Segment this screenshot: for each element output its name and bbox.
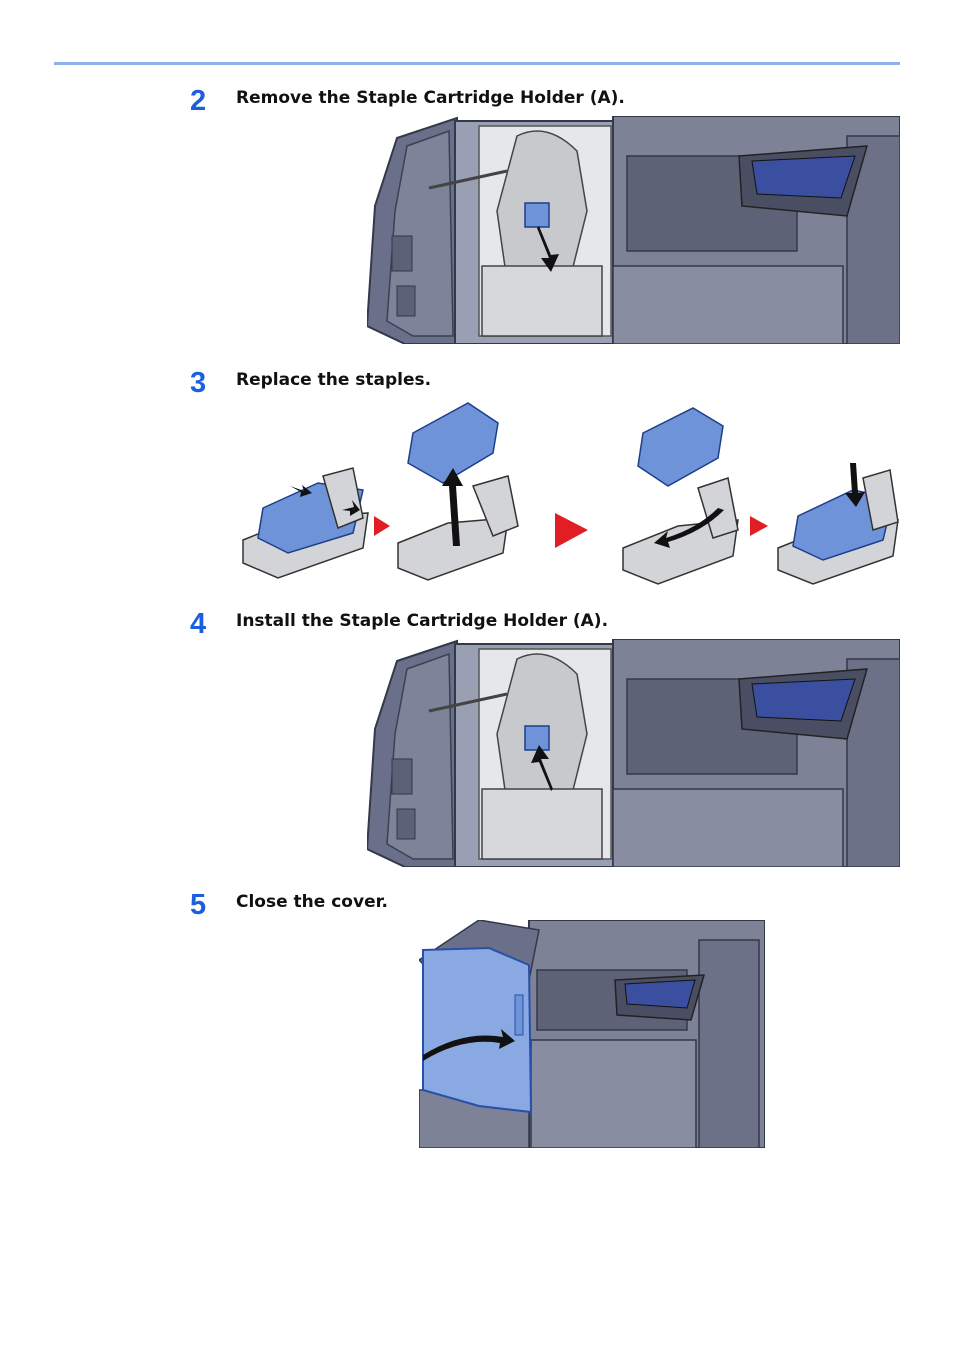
replace-staples-illustration — [238, 398, 900, 586]
step-instruction: Replace the staples. — [236, 370, 432, 390]
step-instruction: Install the Staple Cartridge Holder (A). — [236, 611, 609, 631]
top-rule — [54, 62, 900, 65]
step-number: 3 — [190, 367, 207, 399]
cartridge-installed — [777, 463, 899, 585]
step-number: 4 — [190, 608, 207, 640]
next-step-arrow-icon — [555, 513, 588, 548]
holder-with-cartridge — [242, 467, 369, 579]
step-number: 2 — [190, 85, 207, 117]
install-holder-illustration — [367, 639, 900, 867]
next-step-arrow-icon — [374, 516, 390, 536]
step-instruction: Remove the Staple Cartridge Holder (A). — [236, 88, 625, 108]
next-step-arrow-icon — [750, 516, 768, 536]
cartridge-removed — [397, 402, 519, 581]
remove-holder-illustration — [367, 116, 900, 344]
step-instruction: Close the cover. — [236, 892, 389, 912]
step-number: 5 — [190, 889, 207, 921]
close-cover-illustration — [419, 920, 765, 1148]
cartridge-inserting — [622, 407, 739, 585]
